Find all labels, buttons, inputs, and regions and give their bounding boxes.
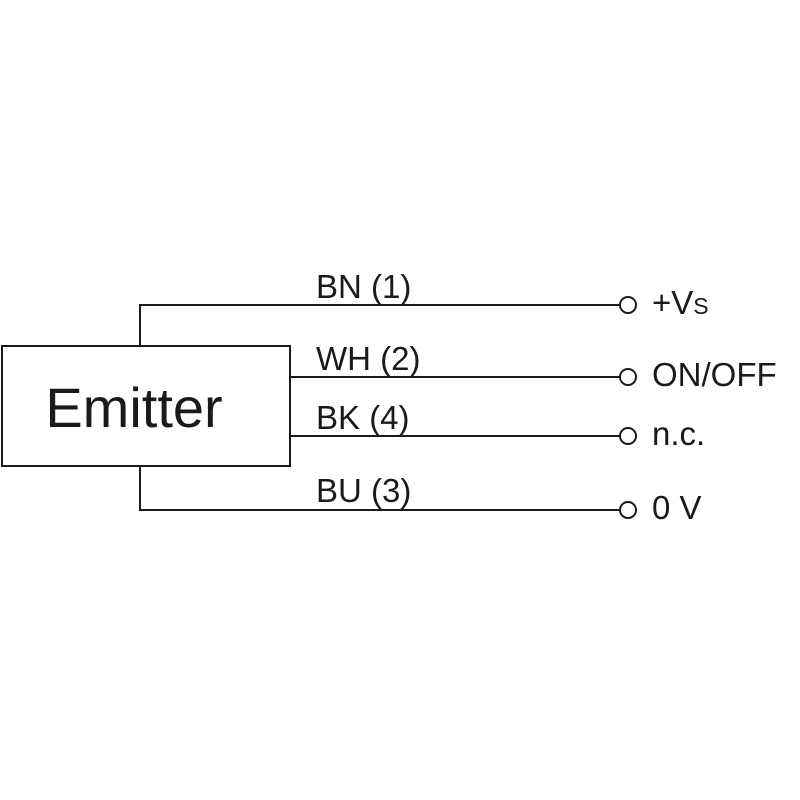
emitter-box (1, 345, 291, 467)
wire-bk-label: BK (4) (316, 399, 410, 436)
terminal-0v (619, 501, 637, 519)
terminal-nc-label: n.c. (652, 415, 705, 452)
wire-bn (139, 304, 620, 346)
wire-bu (139, 466, 620, 511)
terminal-0v-label: 0 V (652, 489, 702, 526)
terminal-on-off-label: ON/OFF (652, 356, 777, 393)
terminal-on-off (619, 368, 637, 386)
emitter-label: Emitter (45, 376, 222, 439)
terminal-vs (619, 296, 637, 314)
wire-bn-label: BN (1) (316, 268, 411, 305)
terminal-vs-label: +VS (652, 284, 709, 321)
wire-wh-label: WH (2) (316, 340, 420, 377)
wire-bu-label: BU (3) (316, 472, 411, 509)
terminal-nc (619, 427, 637, 445)
